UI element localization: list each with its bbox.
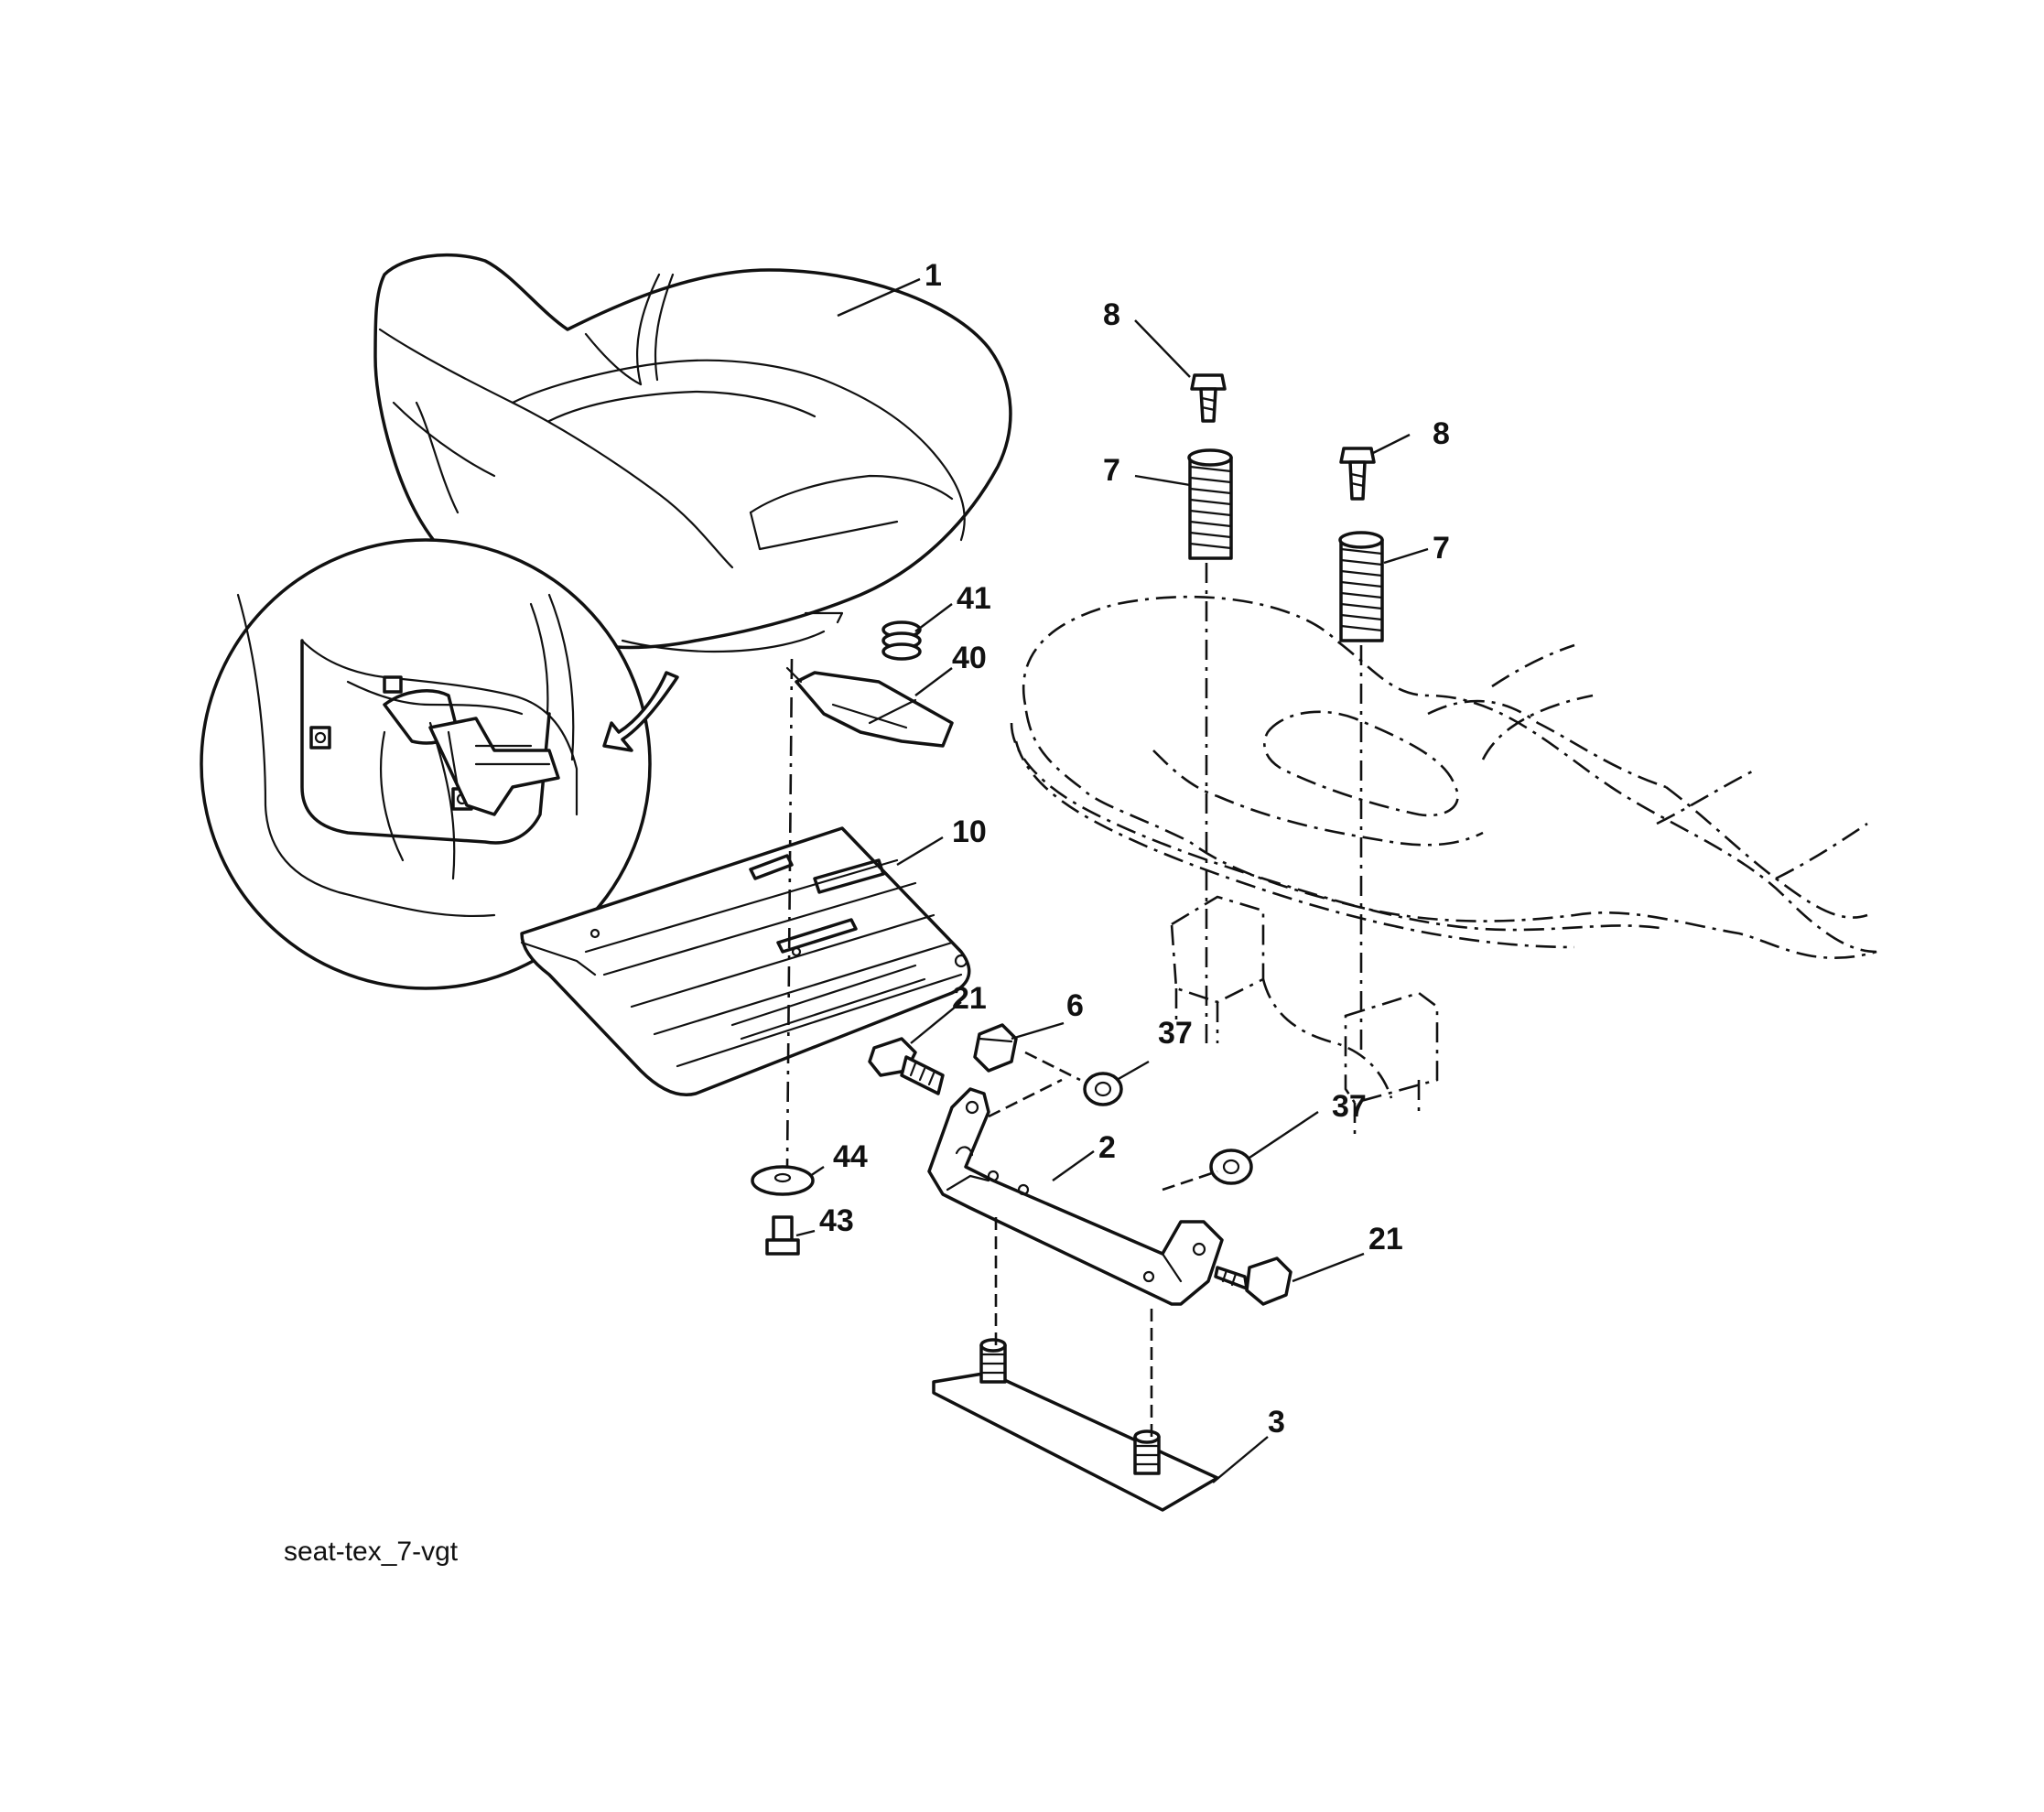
bolt-8-left bbox=[1190, 373, 1227, 423]
callout-43: 43 bbox=[819, 1203, 854, 1238]
callout-6: 6 bbox=[1066, 988, 1084, 1023]
spring-7-right bbox=[1338, 531, 1384, 642]
callout-1: 1 bbox=[925, 258, 942, 293]
seat bbox=[373, 253, 1012, 653]
callout-7-right: 7 bbox=[1433, 531, 1450, 566]
inset-detail bbox=[200, 538, 679, 990]
seat-pan bbox=[520, 826, 971, 1096]
mounting-plate bbox=[932, 1338, 1219, 1512]
callout-2: 2 bbox=[1098, 1130, 1116, 1165]
nut-37-lower bbox=[1209, 1149, 1253, 1185]
diagram-caption: seat-tex_7-vgt bbox=[284, 1537, 459, 1567]
callout-8-right: 8 bbox=[1433, 416, 1450, 451]
bolt-21-right bbox=[1214, 1257, 1292, 1306]
bolt-8-right bbox=[1339, 447, 1376, 501]
mower-frame bbox=[1010, 595, 1877, 1139]
callouts: 1 8 8 7 7 41 40 10 21 6 37 37 2 44 43 21… bbox=[819, 258, 1450, 1440]
callout-10: 10 bbox=[952, 814, 987, 849]
nut-37-upper bbox=[1083, 1072, 1123, 1106]
callout-40: 40 bbox=[952, 641, 987, 675]
spring-7-left bbox=[1187, 448, 1233, 560]
callout-44: 44 bbox=[833, 1139, 868, 1174]
callout-21-left: 21 bbox=[952, 981, 987, 1016]
callout-8-left: 8 bbox=[1103, 297, 1120, 332]
leader-lines bbox=[795, 277, 1429, 1483]
callout-3: 3 bbox=[1268, 1405, 1285, 1440]
callout-41: 41 bbox=[957, 581, 991, 616]
seat-switch bbox=[785, 620, 954, 748]
callout-37-upper: 37 bbox=[1158, 1016, 1193, 1051]
callout-21-right: 21 bbox=[1368, 1222, 1403, 1257]
bolt-21-left bbox=[868, 1037, 945, 1095]
callout-37-lower: 37 bbox=[1332, 1089, 1367, 1124]
washer-and-bolt bbox=[751, 1165, 815, 1256]
seat-bracket bbox=[927, 1087, 1224, 1306]
nut-6 bbox=[973, 1023, 1018, 1073]
assembly-lines bbox=[785, 563, 1363, 1437]
callout-7-left: 7 bbox=[1103, 453, 1120, 488]
